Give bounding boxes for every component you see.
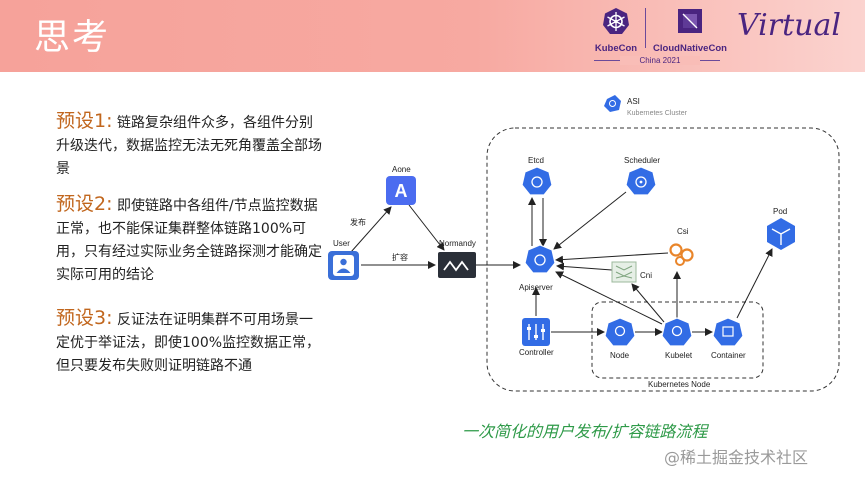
edge-user-aone (350, 206, 392, 253)
etcd-node (521, 166, 553, 196)
node-group-label: Kubernetes Node (648, 380, 711, 389)
container-node (712, 317, 744, 347)
etcd-label: Etcd (528, 156, 544, 165)
csi-label: Csi (677, 227, 689, 236)
user-label: User (333, 239, 350, 248)
kubecon-icon (603, 8, 629, 34)
assumption-3-head: 预设3: (56, 307, 113, 329)
aone-icon: A (395, 181, 408, 201)
cluster-boundary (486, 127, 840, 392)
event-label: China 2021 (620, 56, 700, 65)
kubecon-logo: KubeCon (592, 6, 640, 54)
aone-node: A (386, 176, 416, 205)
normandy-icon (443, 260, 469, 272)
assumption-1: 预设1: 链路复杂组件众多，各组件分别升级迭代，数据监控无法无死角覆盖全部场景 (56, 110, 326, 181)
node-label: Node (610, 351, 630, 360)
pod-node (767, 218, 795, 250)
assumption-2-head: 预设2: (56, 193, 113, 215)
controller-label: Controller (519, 348, 554, 357)
assumption-3: 预设3: 反证法在证明集群不可用场景一定优于举证法，即使100%监控数据正常，但… (56, 307, 326, 378)
pod-label: Pod (773, 207, 787, 216)
cni-node (611, 261, 637, 283)
cloudnativecon-logo: CloudNativeCon (652, 6, 728, 54)
flow-edges (350, 191, 773, 336)
node-node (604, 317, 636, 347)
brand-divider (645, 8, 646, 48)
assumption-3-text: 反证法在证明集群不可用场景一定优于举证法，即使100%监控数据正常，但只要发布失… (56, 312, 321, 374)
cloudnativecon-label: CloudNativeCon (653, 43, 727, 54)
scheduler-node (625, 166, 657, 196)
aone-label: Aone (392, 165, 411, 174)
assumption-1-text: 链路复杂组件众多，各组件分别升级迭代，数据监控无法无死角覆盖全部场景 (56, 115, 322, 177)
scheduler-label: Scheduler (624, 156, 660, 165)
edge-scheduler-apiserver (553, 191, 627, 250)
csi-node (668, 238, 697, 267)
kubelet-label: Kubelet (665, 351, 693, 360)
cloudnativecon-icon (678, 9, 702, 33)
edge-kubelet-cni (631, 283, 665, 323)
diagram-caption: 一次简化的用户发布/扩容链路流程 (462, 422, 708, 441)
edge-kubelet-apiserver (555, 271, 663, 325)
edge-label-publish: 发布 (350, 217, 366, 227)
slide-title: 思考 (34, 17, 111, 58)
controller-node (522, 318, 550, 346)
normandy-label: Normandy (439, 239, 476, 248)
cluster-title: ASI (627, 97, 640, 106)
edge-cni-apiserver (556, 262, 613, 271)
assumption-2: 预设2: 即使链路中各组件/节点监控数据正常，也不能保证集群整体链路100%可用… (56, 193, 326, 287)
cni-label: Cni (640, 271, 652, 280)
apiserver-node (524, 244, 556, 274)
edge-container-pod (736, 248, 773, 319)
kubecon-label: KubeCon (594, 43, 638, 54)
virtual-logo: Virtual (737, 8, 841, 43)
assumption-1-head: 预设1: (56, 110, 113, 132)
slide-header: 思考 KubeCon CloudNativeCon China 2021 Vir… (0, 0, 865, 72)
asi-cluster-icon (604, 95, 621, 112)
edge-label-scale: 扩容 (392, 252, 408, 262)
user-node (328, 251, 359, 280)
apiserver-label: Apiserver (519, 283, 553, 292)
container-label: Container (711, 351, 746, 360)
watermark: @稀土掘金技术社区 (664, 448, 809, 467)
assumption-2-text: 即使链路中各组件/节点监控数据正常，也不能保证集群整体链路100%可用，只有经过… (56, 198, 322, 283)
cluster-subtitle: Kubernetes Cluster (627, 110, 688, 117)
kubelet-node (661, 317, 693, 347)
edge-csi-apiserver (555, 252, 669, 264)
edge-aone-normandy (408, 204, 445, 251)
normandy-node (438, 252, 476, 278)
